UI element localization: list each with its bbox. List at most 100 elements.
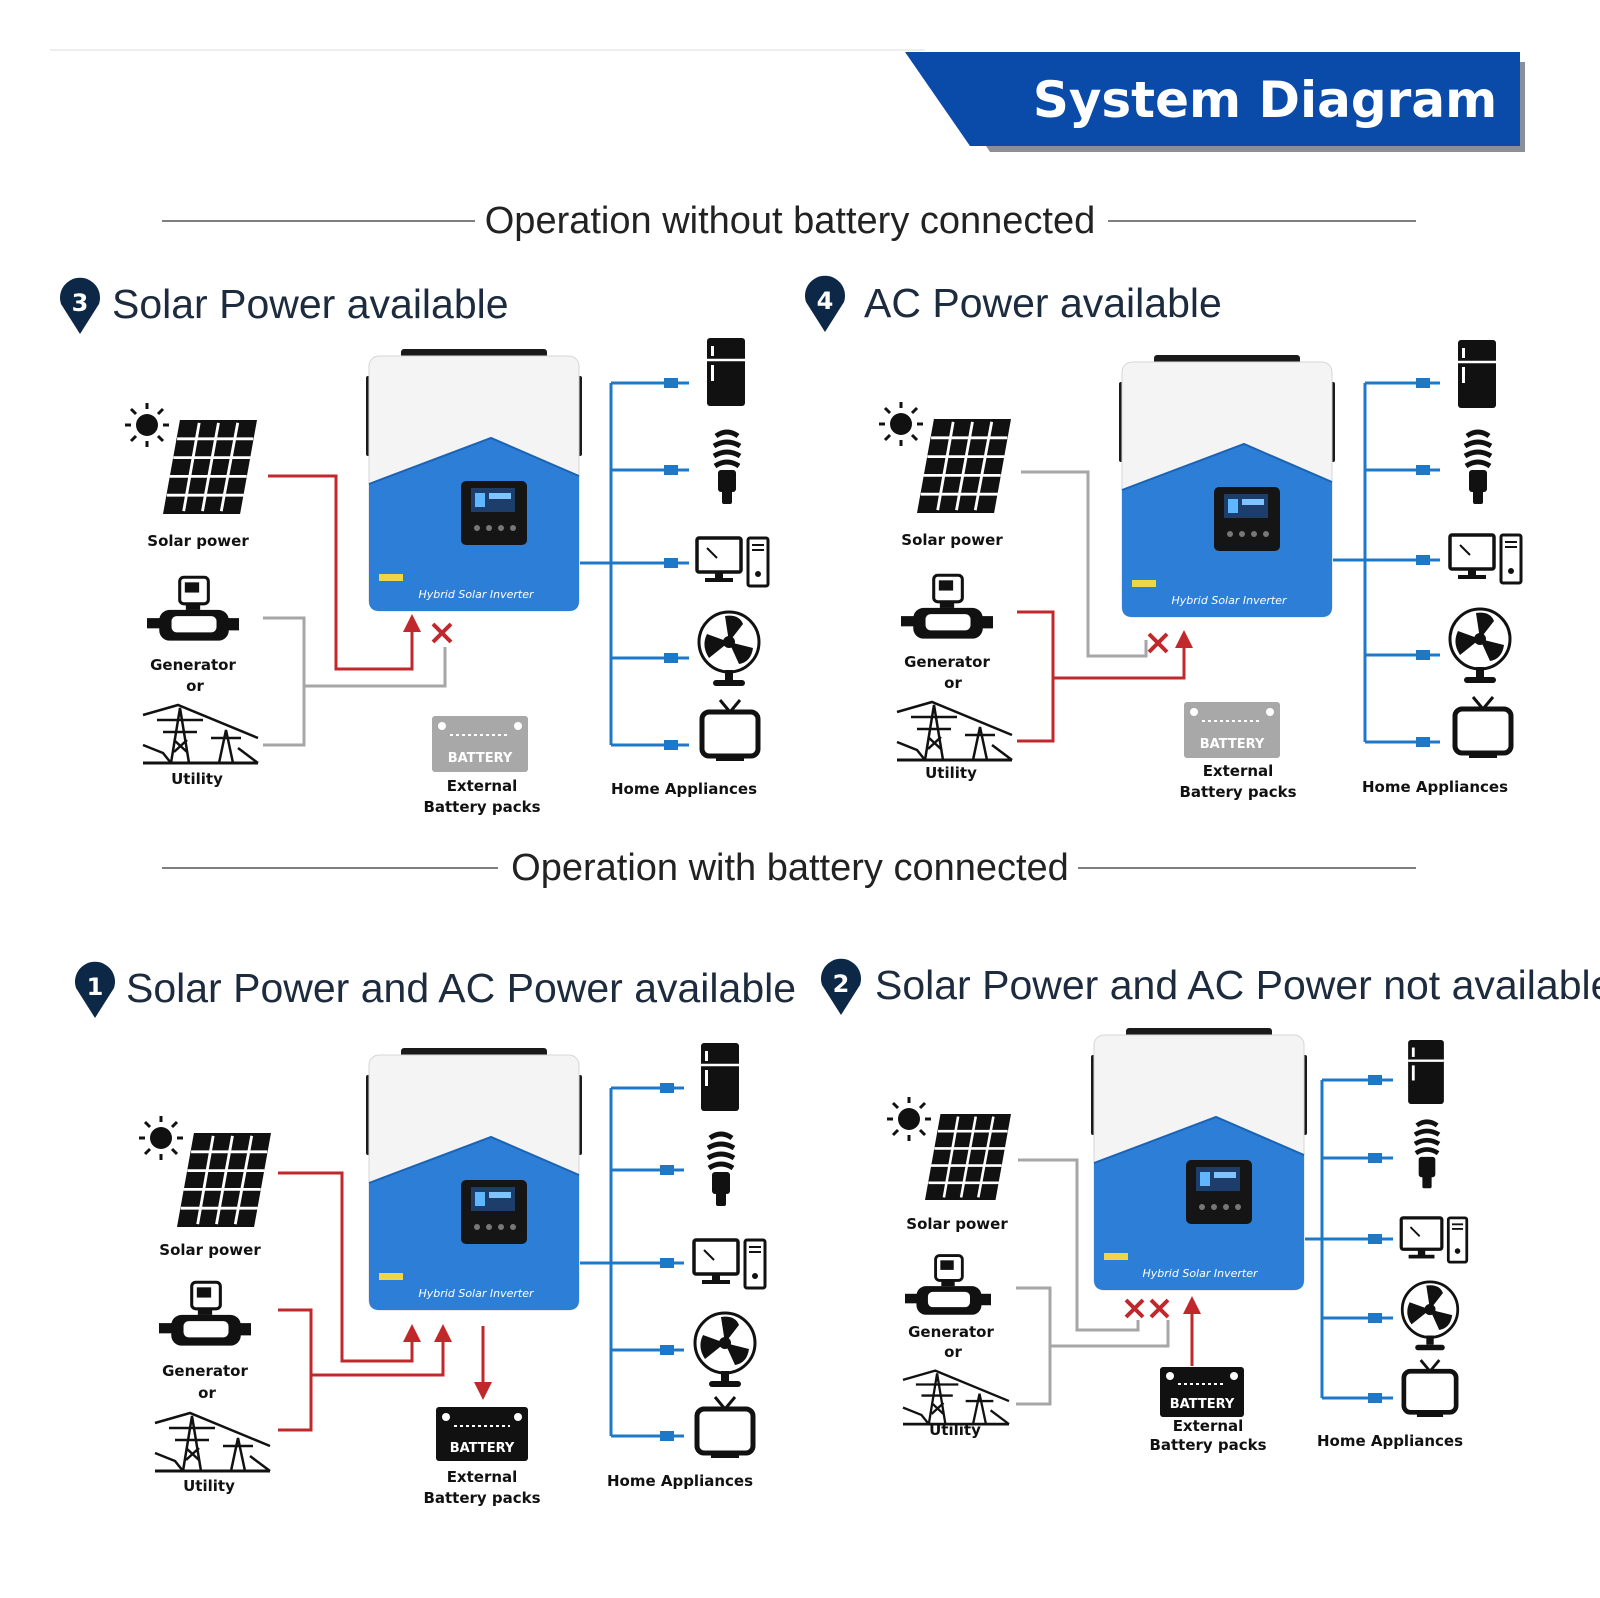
- solar-power-label: Solar power: [159, 1241, 261, 1259]
- computer-icon: [695, 536, 770, 588]
- home-appliances-label: Home Appliances: [607, 1472, 753, 1490]
- inverter-label: Hybrid Solar Inverter: [419, 1287, 535, 1300]
- sun-icon: [137, 1114, 185, 1162]
- svg-text:2: 2: [833, 970, 850, 998]
- scenario-title: Solar Power and AC Power not available: [875, 962, 1600, 1008]
- utility-label: Utility: [929, 1421, 981, 1439]
- scenario-solar-and-ac: 1 Solar Power and AC Power available Sol…: [75, 961, 796, 1507]
- ac-to-inverter-line: [1050, 1320, 1170, 1348]
- tv-icon: [697, 1397, 753, 1458]
- bulb-icon: [714, 432, 740, 504]
- external-label: External: [447, 777, 518, 795]
- solar-panel-icon: [161, 418, 259, 516]
- solar-input-line: [1021, 470, 1148, 658]
- solar-input-line: [278, 1171, 414, 1363]
- bulb-icon: [708, 1134, 734, 1206]
- utility-label: Utility: [925, 764, 977, 782]
- external-label: External: [1203, 762, 1274, 780]
- load-bus: [1333, 381, 1440, 744]
- computer-icon: [1399, 1216, 1469, 1264]
- solar-blocked-mark: [1147, 632, 1169, 654]
- ac-blocked-mark: [1149, 1298, 1170, 1319]
- external-label: External: [447, 1468, 518, 1486]
- scenario-title: Solar Power and AC Power available: [126, 965, 796, 1011]
- ac-input-line: [278, 1308, 313, 1432]
- power-tower-icon: [153, 1411, 272, 1473]
- diagram-title: System Diagram: [1033, 71, 1497, 129]
- computer-icon: [692, 1238, 767, 1290]
- inverter-icon: [365, 1047, 583, 1311]
- utility-label: Utility: [183, 1477, 235, 1495]
- generator-label: Generator: [162, 1362, 248, 1380]
- ac-blocked-mark: [431, 622, 453, 644]
- section-title-without-battery: Operation without battery connected: [485, 200, 1096, 242]
- fan-icon: [1448, 607, 1512, 685]
- ac-input-line: [1017, 610, 1055, 743]
- tv-icon: [702, 700, 758, 761]
- or-label: or: [198, 1384, 216, 1402]
- battery-packs-label: Battery packs: [1149, 1436, 1266, 1454]
- solar-power-label: Solar power: [147, 532, 249, 550]
- battery-packs-label: Battery packs: [423, 1489, 540, 1507]
- sun-icon: [885, 1095, 933, 1143]
- svg-text:BATTERY: BATTERY: [450, 1441, 515, 1456]
- battery-icon: BATTERY: [436, 1407, 528, 1461]
- generator-icon: [899, 573, 995, 641]
- or-label: or: [944, 674, 962, 692]
- utility-label: Utility: [171, 770, 223, 788]
- fridge-icon: [1456, 338, 1498, 410]
- solar-blocked-mark: [1124, 1298, 1145, 1319]
- external-label: External: [1173, 1417, 1244, 1435]
- generator-label: Generator: [150, 656, 236, 674]
- scenario-ac-only: 4 AC Power available Solar power Generat…: [804, 275, 1523, 801]
- battery-icon: BATTERY: [1160, 1367, 1244, 1417]
- bulb-icon: [1415, 1122, 1439, 1189]
- scenario-number-pin: 2: [821, 958, 861, 1015]
- ac-input-line: [263, 616, 306, 747]
- solar-power-label: Solar power: [901, 531, 1003, 549]
- inverter-label: Hybrid Solar Inverter: [1172, 594, 1288, 607]
- generator-icon: [157, 1280, 253, 1348]
- power-tower-icon: [895, 700, 1014, 762]
- battery-packs-label: Battery packs: [1179, 783, 1296, 801]
- solar-panel-icon: [175, 1131, 273, 1229]
- solar-panel-icon: [915, 417, 1013, 515]
- or-label: or: [186, 677, 204, 695]
- solar-input-line: [268, 474, 414, 671]
- scenario-number-pin: 3: [60, 277, 100, 334]
- power-tower-icon: [141, 703, 260, 765]
- tv-icon: [1455, 697, 1511, 758]
- computer-icon: [1448, 533, 1523, 585]
- solar-input-line: [1018, 1158, 1140, 1332]
- generator-icon: [145, 575, 241, 643]
- home-appliances-label: Home Appliances: [611, 780, 757, 798]
- generator-label: Generator: [908, 1323, 994, 1341]
- fridge-icon: [705, 336, 747, 408]
- battery-icon: BATTERY: [1184, 702, 1280, 758]
- svg-text:BATTERY: BATTERY: [1200, 737, 1265, 752]
- svg-text:4: 4: [817, 287, 834, 315]
- home-appliances-label: Home Appliances: [1317, 1432, 1463, 1450]
- generator-label: Generator: [904, 653, 990, 671]
- fridge-icon: [699, 1041, 741, 1113]
- fan-icon: [697, 610, 761, 688]
- header-band: [905, 52, 1520, 146]
- scenario-solar-only: 3 Solar Power available Solar power Gene…: [60, 277, 770, 816]
- generator-icon: [903, 1254, 993, 1317]
- ac-to-inverter-line: [311, 1340, 445, 1377]
- scenario-title: AC Power available: [864, 280, 1222, 326]
- scenario-none-available: 2 Solar Power and AC Power not available…: [821, 958, 1600, 1454]
- inverter-icon: [1118, 354, 1336, 618]
- battery-packs-label: Battery packs: [423, 798, 540, 816]
- scenario-title: Solar Power available: [112, 281, 509, 327]
- inverter-icon: [365, 348, 583, 612]
- tv-icon: [1404, 1360, 1456, 1417]
- power-tower-icon: [901, 1369, 1011, 1426]
- inverter-label: Hybrid Solar Inverter: [1143, 1267, 1259, 1280]
- fan-icon: [693, 1311, 757, 1389]
- fridge-icon: [1406, 1038, 1446, 1106]
- svg-text:BATTERY: BATTERY: [448, 751, 513, 766]
- inverter-icon: [1090, 1027, 1308, 1291]
- svg-text:3: 3: [72, 289, 89, 317]
- ac-to-inverter-line: [304, 647, 447, 688]
